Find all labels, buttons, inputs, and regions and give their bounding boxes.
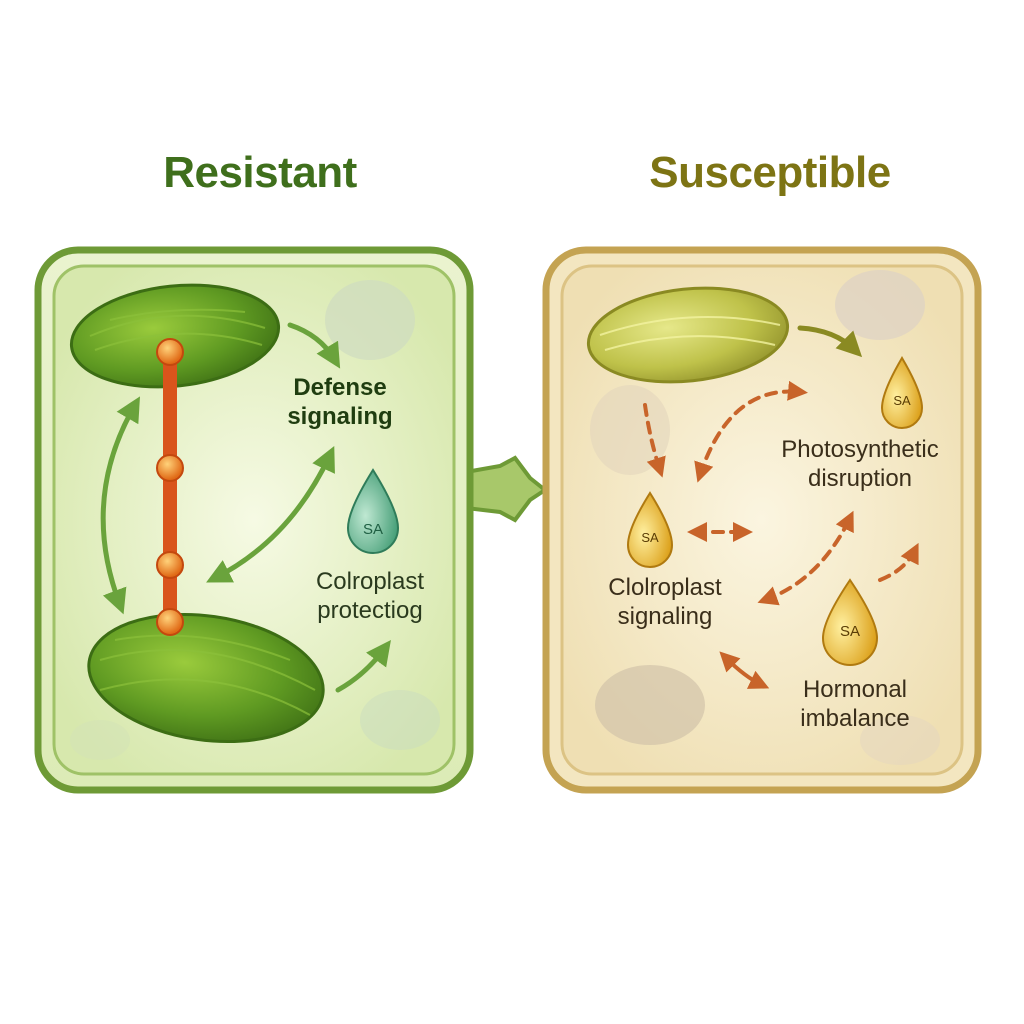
- chloroplast-yellow-icon: [586, 286, 790, 384]
- resistant-arrows: [100, 322, 391, 693]
- hormonal-imbalance-label: Hormonal imbalance: [800, 676, 910, 732]
- sa-drop-green-icon: [346, 468, 400, 554]
- sa-label: SA: [893, 393, 911, 408]
- chloroplast-top-icon: [69, 283, 281, 389]
- photosynthetic-disruption-label: Photosynthetic disruption: [781, 436, 939, 492]
- signal-chain: [156, 338, 184, 636]
- susceptible-title: Susceptible: [649, 148, 891, 197]
- sa-drop-gold-icon: [821, 578, 879, 666]
- susceptible-solid-arrow: [719, 651, 770, 689]
- chloroplast-signaling-label: Clolroplast signaling: [608, 574, 722, 630]
- defense-signaling-label: Defense signaling: [287, 374, 393, 430]
- resistant-title: Resistant: [163, 148, 357, 197]
- sa-label: SA: [363, 521, 383, 538]
- chloroplast-protection-label: Colroplast protectiog: [315, 568, 425, 624]
- sa-label: SA: [641, 530, 659, 545]
- sa-label: SA: [840, 623, 860, 640]
- sa-drop-gold-icon: [626, 491, 674, 568]
- susceptible-olive-arrow: [797, 325, 863, 358]
- cell-connector: [464, 455, 549, 523]
- sa-drop-gold-icon: [880, 356, 924, 429]
- susceptible-arrows: [643, 380, 919, 606]
- chloroplast-bottom-icon: [87, 612, 325, 744]
